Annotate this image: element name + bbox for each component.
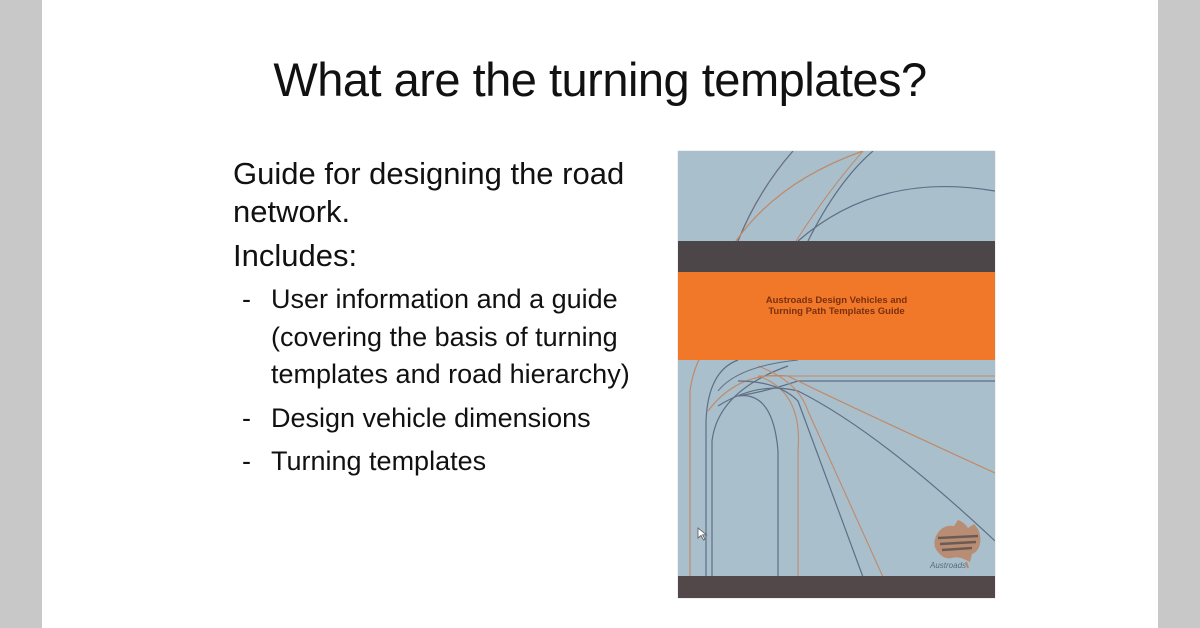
list-item: - Turning templates: [233, 443, 653, 481]
intro-paragraph: Guide for designing the road network.: [233, 156, 625, 229]
cover-dark-band-top: [678, 241, 995, 272]
cover-dark-band-bottom: [678, 576, 995, 598]
publisher-logo-text: Austroads: [930, 561, 967, 570]
cover-title-band: Austroads Design Vehicles and Turning Pa…: [678, 272, 995, 360]
cover-title: Austroads Design Vehicles and Turning Pa…: [766, 295, 908, 317]
list-item-text: Turning templates: [271, 446, 487, 476]
dash-bullet-icon: -: [242, 446, 251, 476]
dash-bullet-icon: -: [242, 284, 251, 314]
slide-body: Guide for designing the road network. In…: [233, 155, 653, 487]
list-item: - User information and a guide (covering…: [233, 281, 653, 394]
list-item-text: Design vehicle dimensions: [271, 402, 591, 433]
presentation-slide: What are the turning templates? Guide fo…: [42, 0, 1158, 628]
cover-title-line-2: Turning Path Templates Guide: [768, 306, 905, 317]
list-item: - Design vehicle dimensions: [233, 400, 653, 438]
mouse-cursor-icon: [697, 527, 708, 541]
dash-bullet-icon: -: [242, 402, 251, 433]
australia-map-logo-icon: [934, 520, 981, 569]
guide-cover-image: Austroads Design Vehicles and Turning Pa…: [678, 151, 995, 598]
slide-title: What are the turning templates?: [273, 53, 927, 106]
includes-heading: Includes:: [233, 238, 358, 273]
list-item-text: User information and a guide (covering t…: [271, 284, 630, 389]
cover-title-line-1: Austroads Design Vehicles and: [765, 295, 908, 306]
includes-list: - User information and a guide (covering…: [233, 281, 653, 481]
